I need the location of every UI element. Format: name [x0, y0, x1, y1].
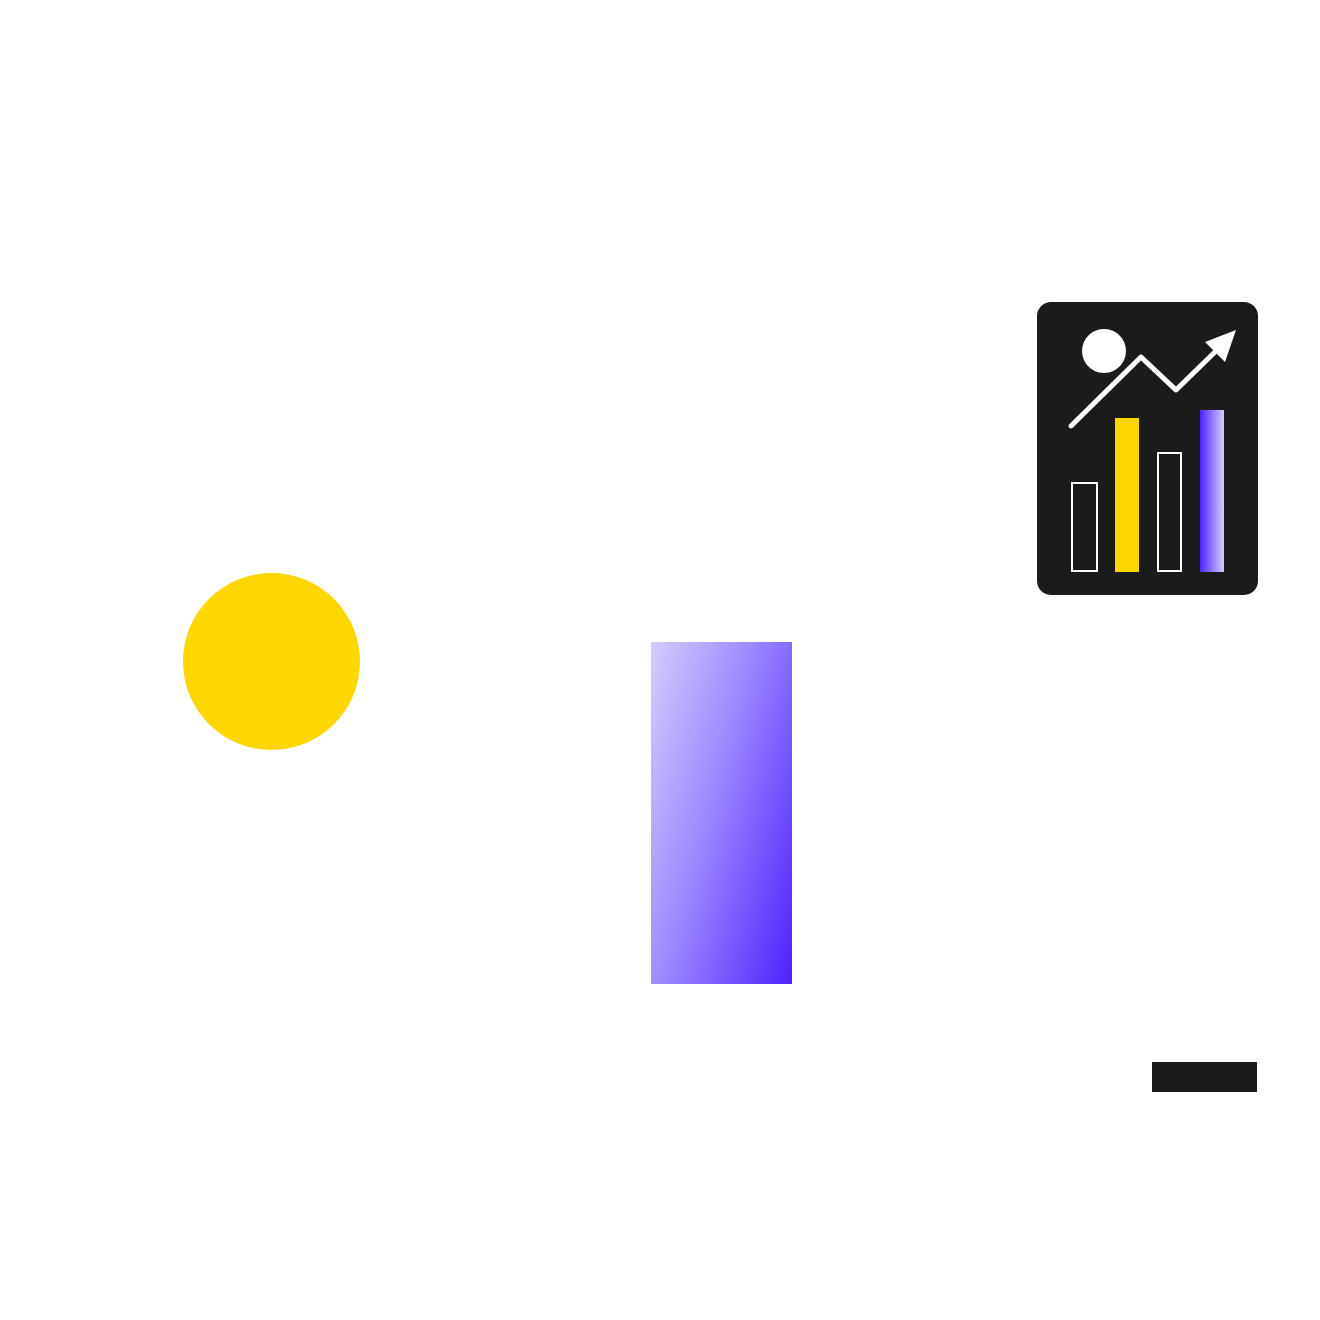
growth-chart-icon	[1037, 302, 1258, 595]
icon-bar-3	[1157, 452, 1182, 572]
dark-rectangle	[1152, 1062, 1257, 1092]
icon-bar-2	[1115, 418, 1139, 572]
purple-gradient-rectangle	[651, 642, 792, 984]
icon-bar-4	[1200, 410, 1224, 572]
icon-trend-line	[1068, 345, 1222, 429]
icon-trend-arrowhead	[1205, 330, 1236, 362]
yellow-circle	[183, 573, 360, 750]
icon-bar-1	[1071, 482, 1098, 572]
icon-coin	[1082, 329, 1126, 373]
